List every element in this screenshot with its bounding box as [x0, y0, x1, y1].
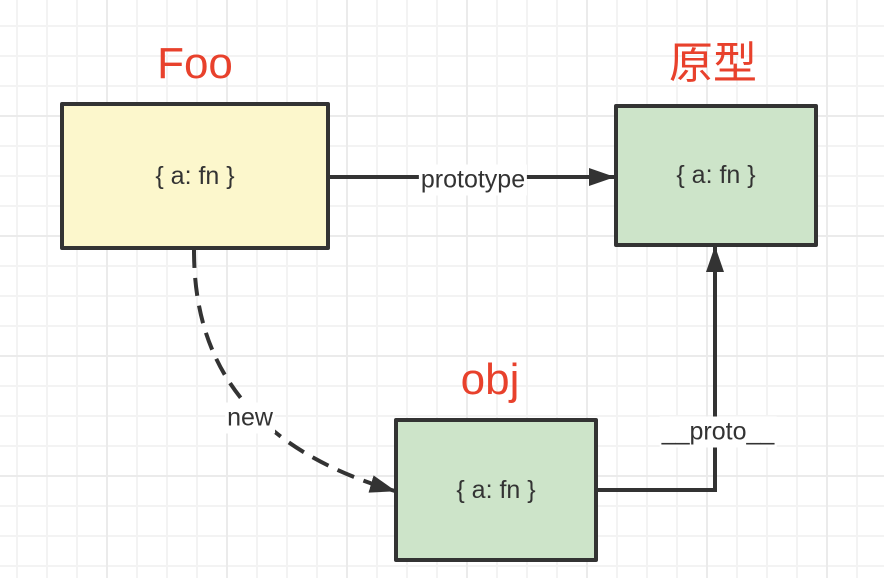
obj-node[interactable]: { a: fn } — [394, 418, 598, 562]
obj-title: obj — [460, 355, 520, 404]
foo-node[interactable]: { a: fn } — [60, 102, 330, 250]
prototype-title: 原型 — [669, 39, 757, 88]
foo-title: Foo — [157, 39, 233, 88]
prototype-node-content: { a: fn } — [676, 161, 756, 189]
obj-node-content: { a: fn } — [456, 475, 536, 504]
proto-edge-label: __proto__ — [659, 416, 777, 448]
prototype-edge-label: prototype — [418, 164, 528, 196]
foo-node-content: { a: fn } — [155, 161, 235, 190]
prototype-node[interactable]: { a: fn } — [614, 104, 818, 247]
proto-edge[interactable] — [598, 246, 724, 492]
new-edge-label: new — [225, 402, 275, 434]
new-edge[interactable] — [192, 249, 396, 493]
